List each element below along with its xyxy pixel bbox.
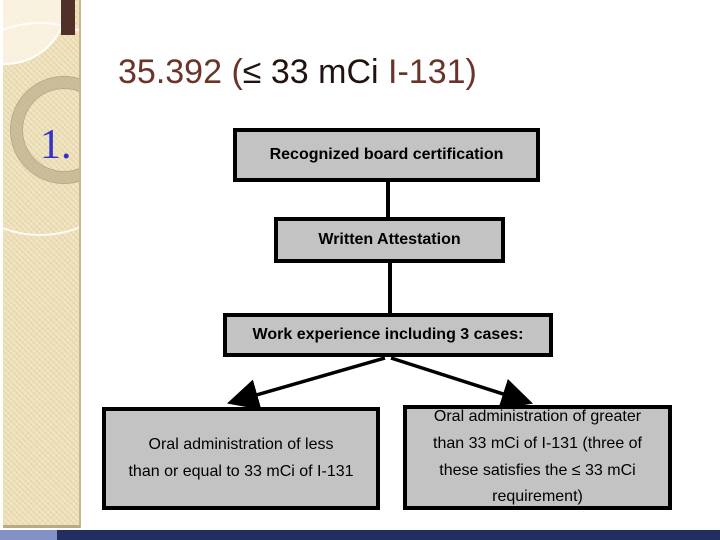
outline-number: 1.	[40, 122, 72, 168]
flowchart-box-certification: Recognized board certification	[233, 128, 540, 182]
flowchart-box-oral-less: Oral administration of less than or equa…	[102, 407, 380, 510]
flowchart-box-attestation: Written Attestation	[274, 217, 505, 263]
connector-arrow-left	[226, 356, 386, 410]
decorative-circle-outline	[3, 22, 79, 236]
title-isotope: I-131)	[388, 53, 477, 91]
sidebar-decoration	[3, 0, 81, 528]
footer-bar	[57, 530, 720, 540]
accent-tab	[61, 0, 75, 35]
page-title: 35.392 (≤ 33 mCi I-131)	[118, 53, 477, 91]
flowchart-box-oral-greater: Oral administration of greater than 33 m…	[403, 405, 672, 510]
title-section-number: 35.392 (	[118, 53, 243, 91]
title-dose-limit: ≤ 33 mCi	[242, 53, 389, 91]
flowchart-box-experience: Work experience including 3 cases:	[223, 313, 553, 357]
footer-bar-accent	[0, 530, 57, 540]
connector-arrow-right	[390, 356, 533, 409]
decorative-ring	[11, 77, 79, 183]
